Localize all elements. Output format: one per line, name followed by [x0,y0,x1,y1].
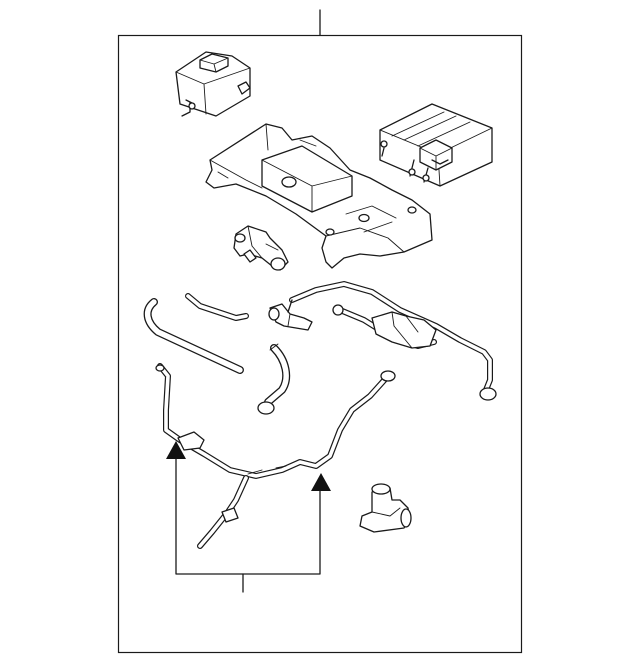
short-tube[interactable] [185,293,249,321]
curved-hose-left[interactable] [143,298,244,374]
diagram-frame [117,34,523,654]
right-arrow-icon [311,473,331,491]
vent-hose-assembly[interactable] [155,363,396,549]
elbow-hose[interactable] [257,343,291,415]
reservoir-tank[interactable] [175,51,251,117]
callout-arrows [166,441,331,593]
vapor-canister[interactable] [379,103,493,187]
purge-valve[interactable] [233,225,289,271]
mounting-bracket[interactable] [205,123,433,269]
small-connector[interactable] [268,303,313,331]
left-arrow-icon [166,441,186,459]
elbow-fitting[interactable] [359,483,412,533]
vapor-tube-assembly[interactable] [287,281,497,401]
